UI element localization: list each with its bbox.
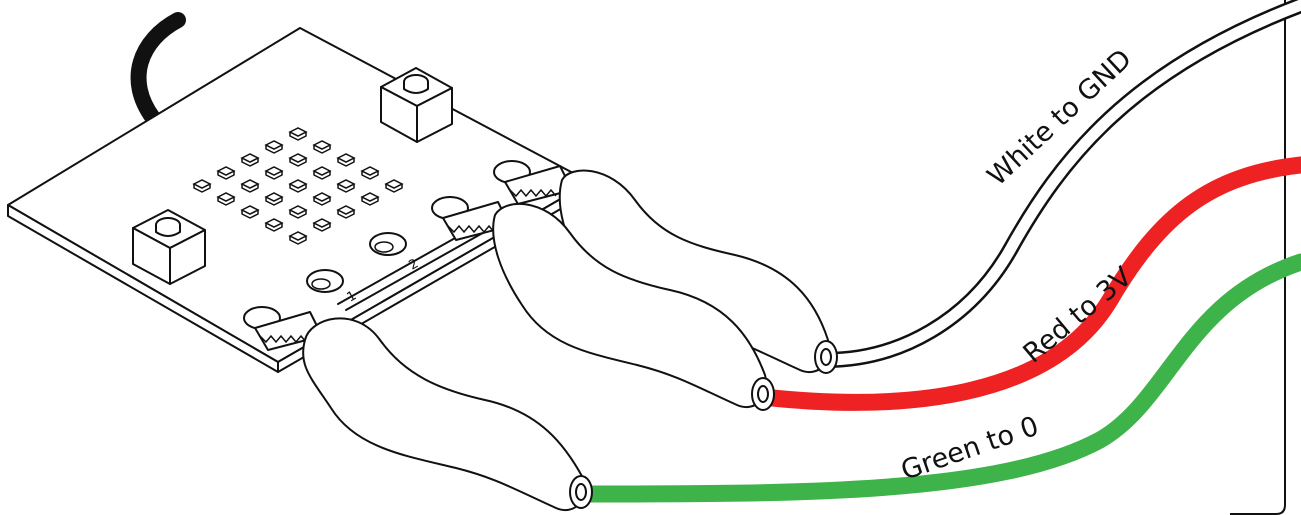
led xyxy=(264,140,284,154)
white-wire xyxy=(820,0,1301,366)
red-wire xyxy=(754,156,1301,411)
button-a xyxy=(132,209,206,285)
led xyxy=(360,166,380,180)
led xyxy=(288,205,308,219)
led xyxy=(264,166,284,180)
led xyxy=(312,192,332,206)
green-wire xyxy=(573,253,1301,503)
led xyxy=(336,153,356,167)
led xyxy=(240,205,260,219)
led xyxy=(240,153,260,167)
led xyxy=(336,205,356,219)
led xyxy=(216,192,236,206)
led xyxy=(216,166,236,180)
red-wire-label: Red to 3V xyxy=(1018,261,1139,369)
led xyxy=(264,218,284,232)
pin-2-hole xyxy=(369,232,407,256)
usb-cable xyxy=(130,12,186,126)
led xyxy=(264,192,284,206)
crocodile-clip-pin0 xyxy=(254,311,593,511)
led xyxy=(288,153,308,167)
led xyxy=(288,179,308,193)
led xyxy=(312,140,332,154)
led xyxy=(336,179,356,193)
led xyxy=(240,179,260,193)
led-matrix xyxy=(192,127,404,245)
led xyxy=(360,192,380,206)
led xyxy=(288,231,308,245)
pin-1-hole xyxy=(306,269,344,293)
crocodile-clip-3v xyxy=(442,201,775,411)
button-b xyxy=(380,67,453,143)
led xyxy=(312,166,332,180)
frame-edge xyxy=(1230,0,1286,515)
led xyxy=(192,179,212,193)
led xyxy=(384,179,404,193)
led xyxy=(312,218,332,232)
led xyxy=(288,127,308,141)
